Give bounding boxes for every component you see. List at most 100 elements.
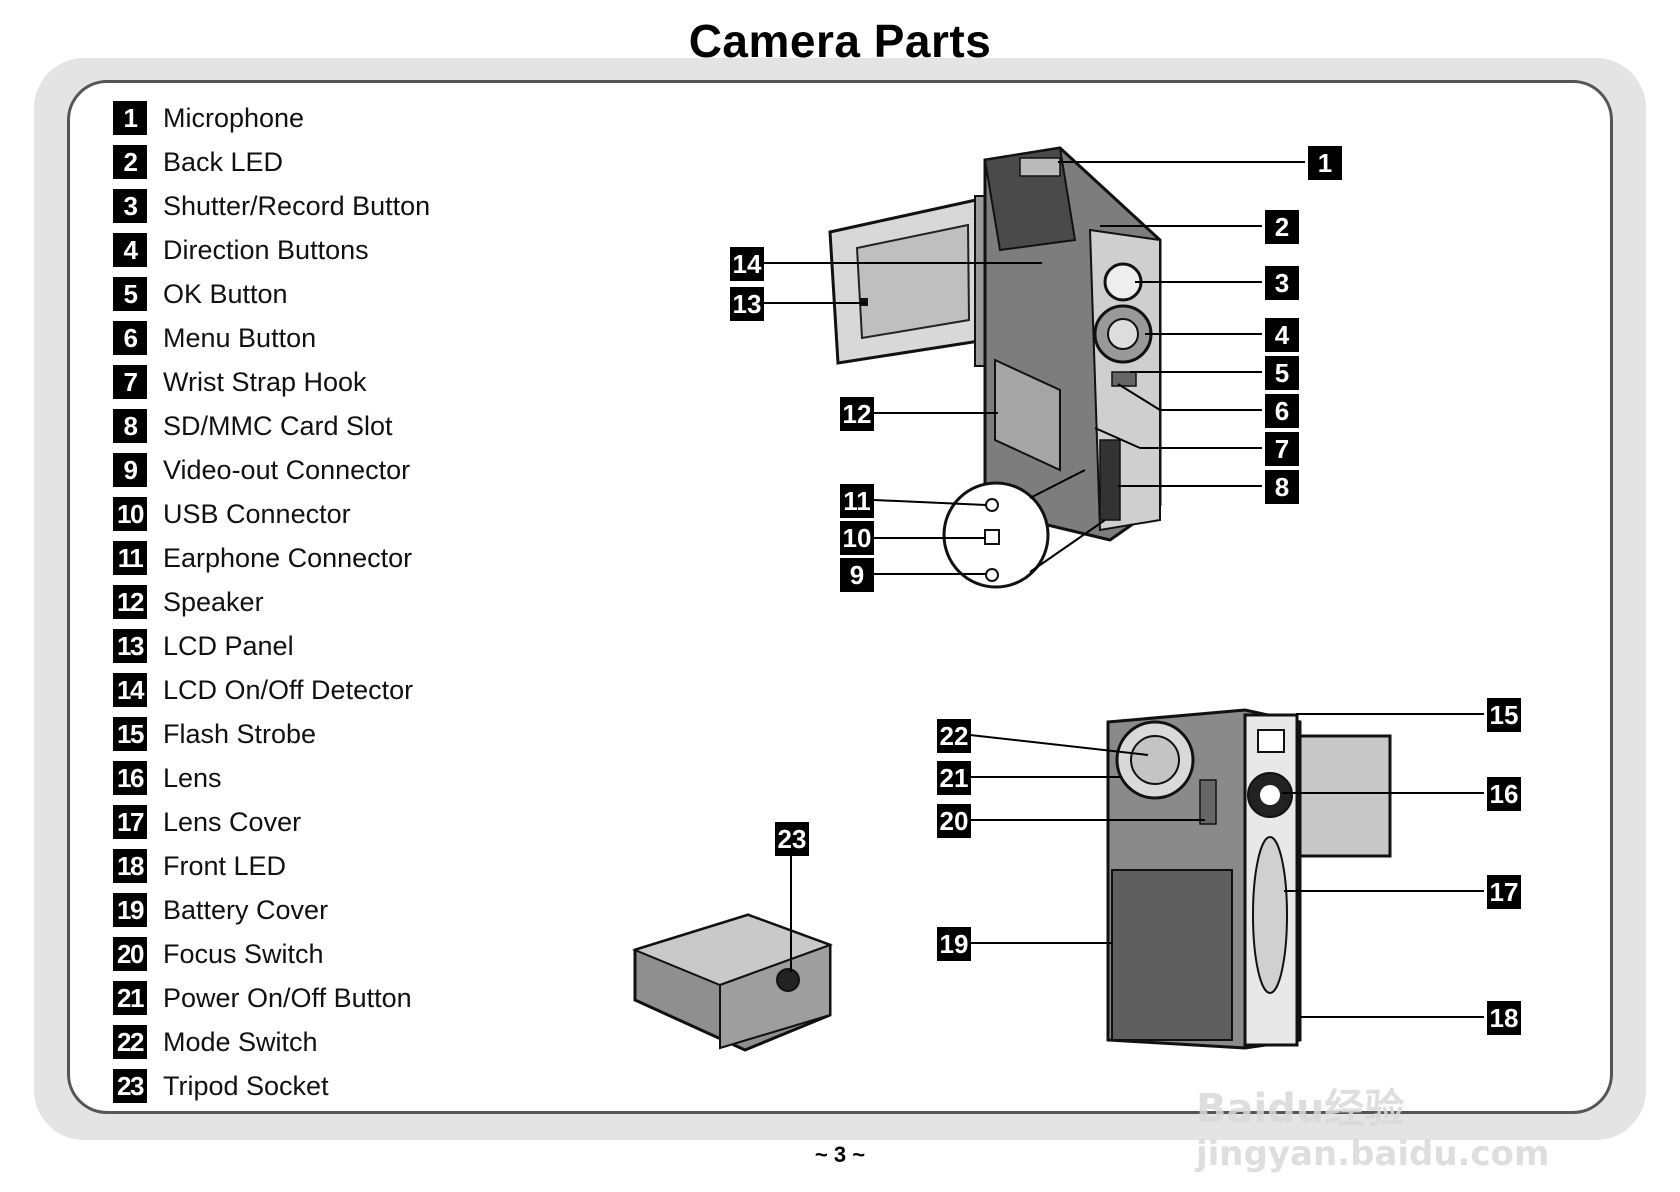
svg-text:7: 7 [1275,434,1289,464]
part-number-badge: 6 [113,321,147,355]
callout-1: 1 [1308,146,1342,180]
svg-text:20: 20 [940,806,969,836]
part-name: Mode Switch [163,1026,318,1057]
part-name: Lens [163,762,222,793]
front-lcd-panel [1288,734,1392,858]
callout-10: 10 [840,521,874,555]
svg-text:3: 3 [1275,268,1289,298]
callout-22: 22 [937,719,971,753]
part-number-badge: 22 [113,1025,147,1059]
svg-text:22: 22 [940,721,969,751]
callout-19: 19 [937,927,971,961]
part-number-badge: 18 [113,849,147,883]
tripod-socket [776,968,800,992]
lcd-screen [855,223,971,340]
part-name: Microphone [163,102,305,133]
svg-text:16: 16 [1490,779,1519,809]
part-number-badge: 9 [113,453,147,487]
callout-2: 2 [1265,210,1299,244]
svg-text:13: 13 [733,289,762,319]
part-item: 2 Back LED [113,140,430,184]
microphone-grille [1019,157,1061,177]
part-number-badge: 14 [113,673,147,707]
svg-text:21: 21 [940,763,969,793]
part-number-badge: 11 [113,541,147,575]
parts-list: 1 Microphone 2 Back LED 3 Shutter/Record Butt… [113,96,430,1108]
part-item: 1 Microphone [113,96,430,140]
svg-text:19: 19 [940,929,969,959]
svg-text:9: 9 [850,560,864,590]
part-number-badge: 20 [113,937,147,971]
callout-23: 23 [775,822,809,856]
part-name: Back LED [163,146,284,177]
part-number-badge: 12 [113,585,147,619]
part-item: 5 OK Button [113,272,430,316]
svg-text:1: 1 [1318,148,1332,178]
part-name: Earphone Connector [163,542,413,573]
part-number-badge: 17 [113,805,147,839]
part-item: 3 Shutter/Record Button [113,184,430,228]
callout-3: 3 [1265,266,1299,300]
callout-7: 7 [1265,432,1299,466]
part-name: Flash Strobe [163,718,317,749]
svg-text:5: 5 [1275,358,1289,388]
svg-text:18: 18 [1490,1003,1519,1033]
part-item: 12 Speaker [113,580,430,624]
part-name: LCD On/Off Detector [163,674,414,705]
svg-text:4: 4 [1275,320,1290,350]
svg-text:2: 2 [1275,212,1289,242]
part-number-badge: 5 [113,277,147,311]
callout-5: 5 [1265,356,1299,390]
part-number-badge: 2 [113,145,147,179]
callout-14: 14 [730,247,764,281]
flash-strobe [1257,729,1285,753]
svg-text:15: 15 [1490,700,1519,730]
callout-11: 11 [840,484,874,518]
part-item: 11 Earphone Connector [113,536,430,580]
svg-text:6: 6 [1275,396,1289,426]
part-name: Speaker [163,586,264,617]
callout-6: 6 [1265,394,1299,428]
camera-front-view [1106,708,1392,1050]
part-number-badge: 1 [113,101,147,135]
part-name: Focus Switch [163,938,324,969]
part-number-badge: 7 [113,365,147,399]
part-name: Tripod Socket [163,1070,329,1101]
callout-16: 16 [1487,777,1521,811]
callout-4: 4 [1265,318,1299,352]
baidu-watermark: Baidu经验 jingyan.baidu.com [1196,1076,1549,1174]
callout-8: 8 [1265,470,1299,504]
part-name: OK Button [163,278,288,309]
camera-back-view [828,146,1162,589]
part-number-badge: 21 [113,981,147,1015]
part-number-badge: 13 [113,629,147,663]
callout-18: 18 [1487,1001,1521,1035]
part-item: 14 LCD On/Off Detector [113,668,430,712]
callout-13: 13 [730,287,764,321]
svg-text:23: 23 [778,824,807,854]
part-number-badge: 3 [113,189,147,223]
part-number-badge: 4 [113,233,147,267]
part-name: Shutter/Record Button [163,190,431,221]
part-item: 22 Mode Switch [113,1020,430,1064]
svg-text:14: 14 [733,249,762,279]
part-number-badge: 8 [113,409,147,443]
part-number-badge: 15 [113,717,147,751]
watermark-brand: Baidu经验 [1196,1086,1405,1132]
lens-cover [1252,836,1288,994]
callout-17: 17 [1487,875,1521,909]
part-item: 20 Focus Switch [113,932,430,976]
part-number-badge: 16 [113,761,147,795]
callout-21: 21 [937,761,971,795]
focus-switch [1199,779,1217,825]
callout-20: 20 [937,804,971,838]
